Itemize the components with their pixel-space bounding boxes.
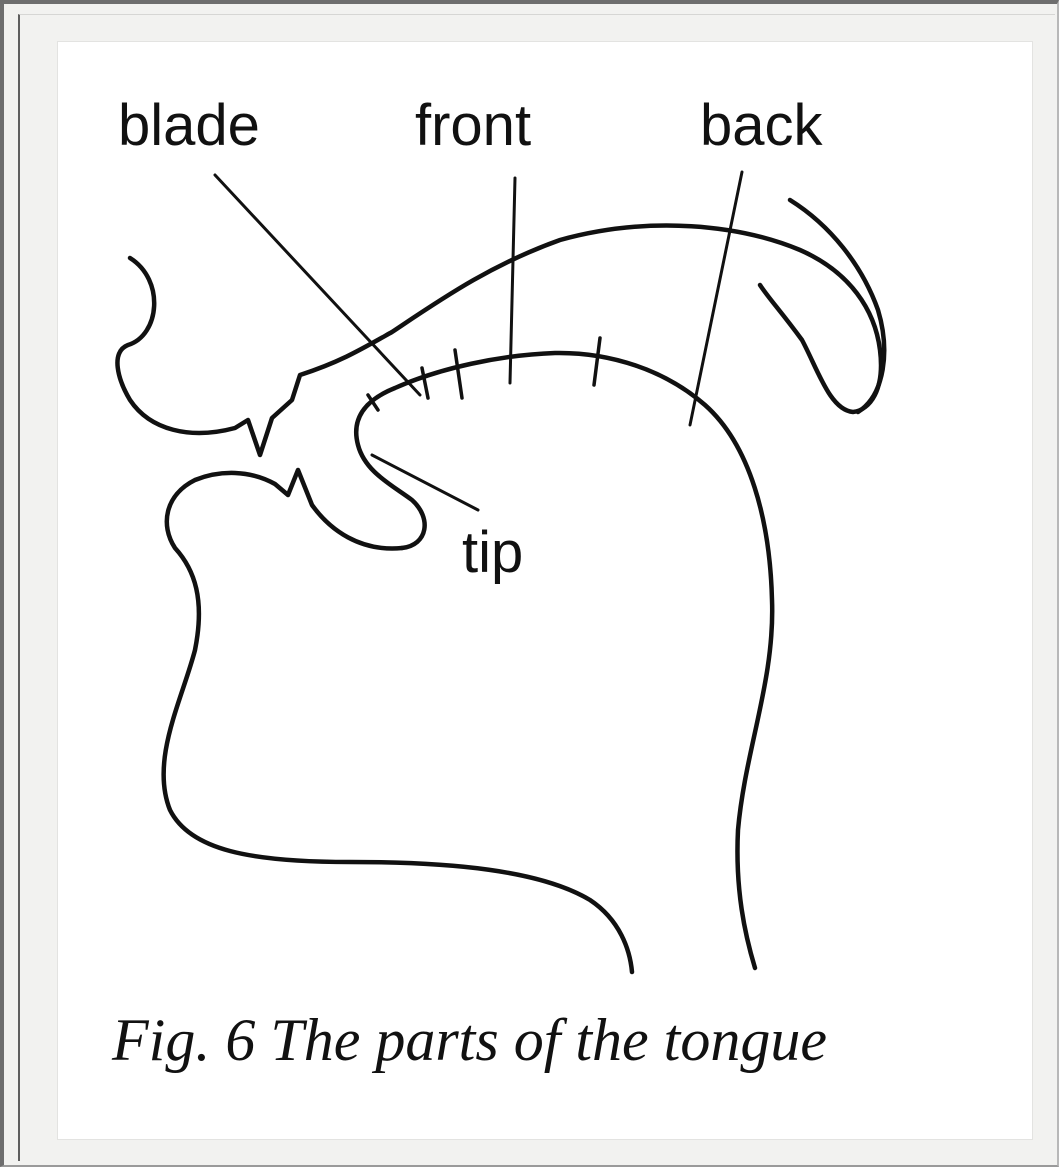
figure-caption: Fig. 6 The parts of the tongue [111, 1007, 827, 1073]
label-blade: blade [118, 93, 260, 158]
front-leader-line [510, 178, 515, 383]
label-back: back [700, 93, 824, 158]
tongue-division-mark [455, 350, 462, 398]
tongue-division-mark [594, 338, 600, 385]
label-tip: tip [462, 520, 523, 585]
tongue-outline [356, 353, 772, 968]
back-leader-line [690, 172, 742, 425]
label-front: front [415, 93, 531, 158]
velum-outline [790, 200, 884, 412]
tongue-division-mark [422, 368, 428, 398]
upper-lip-palate-outline [117, 226, 881, 455]
blade-leader-line [215, 175, 420, 395]
lower-lip-chin-outline [164, 470, 632, 972]
